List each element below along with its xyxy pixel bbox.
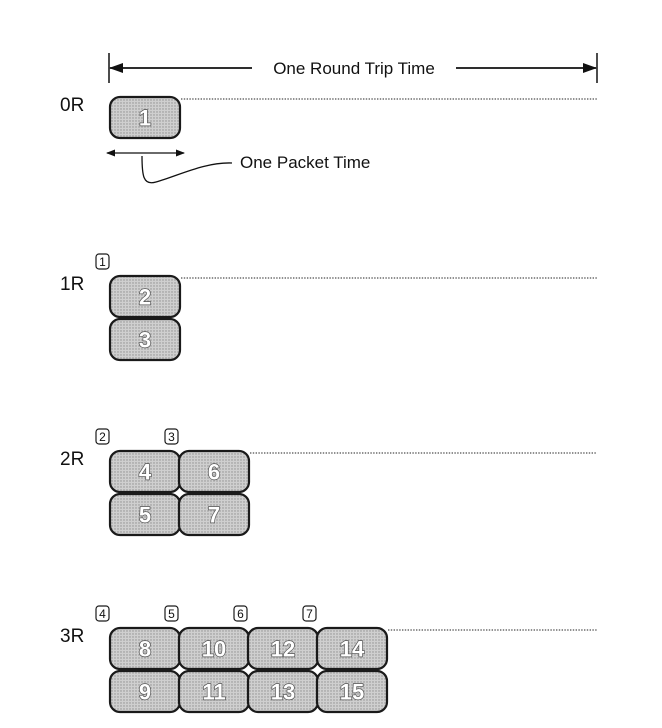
packet-number: 5 (139, 503, 151, 528)
packet: 12 (246, 626, 320, 671)
packet-number: 1 (139, 106, 151, 131)
packet-number: 2 (139, 285, 151, 310)
packet: 4 (108, 449, 182, 494)
packet: 13 (246, 669, 320, 714)
packet: 6 (177, 449, 251, 494)
packet-number: 9 (139, 680, 151, 705)
ack-number: 4 (99, 607, 106, 621)
packet: 2 (108, 274, 182, 319)
packet-number: 12 (271, 637, 295, 662)
round-label: 0R (60, 95, 84, 116)
packet: 8 (108, 626, 182, 671)
packet: 10 (177, 626, 251, 671)
packet: 5 (108, 492, 182, 537)
packet-number: 13 (271, 680, 295, 705)
packet-time-leader (141, 155, 233, 184)
packet-number: 4 (139, 460, 152, 485)
round-row-1r: 1R 1 2 3 (60, 253, 597, 362)
round-row-3r: 3R 4 5 6 7 8 9 10 11 12 13 14 15 (60, 605, 597, 714)
round-trip-span: One Round Trip Time (108, 53, 598, 83)
ack-marker: 2 (95, 428, 110, 445)
packet-number: 8 (139, 637, 151, 662)
round-row-0r: 0R 1 (60, 95, 597, 140)
packet: 15 (315, 669, 389, 714)
packet: 1 (108, 95, 182, 140)
ack-number: 1 (99, 255, 106, 269)
ack-marker: 5 (164, 605, 179, 622)
ack-marker: 3 (164, 428, 179, 445)
round-trip-label: One Round Trip Time (273, 59, 435, 78)
ack-marker: 6 (233, 605, 248, 622)
packet: 11 (177, 669, 251, 714)
round-label: 1R (60, 274, 84, 295)
round-label: 3R (60, 626, 84, 647)
ack-marker: 7 (302, 605, 317, 622)
ack-number: 6 (237, 607, 244, 621)
packet-time-annotation: One Packet Time (106, 149, 370, 184)
packet-number: 15 (340, 680, 364, 705)
ack-marker: 1 (95, 253, 110, 270)
round-label: 2R (60, 449, 84, 470)
ack-number: 5 (168, 607, 175, 621)
packet: 14 (315, 626, 389, 671)
packet-time-label: One Packet Time (240, 153, 370, 172)
packet-number: 3 (139, 328, 151, 353)
packet-number: 7 (208, 503, 220, 528)
round-row-2r: 2R 2 3 4 5 6 7 (60, 428, 597, 537)
ack-number: 3 (168, 430, 175, 444)
packet-number: 6 (208, 460, 220, 485)
packet-number: 11 (202, 680, 225, 705)
ack-marker: 4 (95, 605, 110, 622)
packet: 9 (108, 669, 182, 714)
packet: 7 (177, 492, 251, 537)
ack-number: 2 (99, 430, 106, 444)
packet: 3 (108, 317, 182, 362)
packet-number: 10 (202, 637, 226, 662)
packet-number: 14 (340, 637, 365, 662)
ack-number: 7 (306, 607, 313, 621)
